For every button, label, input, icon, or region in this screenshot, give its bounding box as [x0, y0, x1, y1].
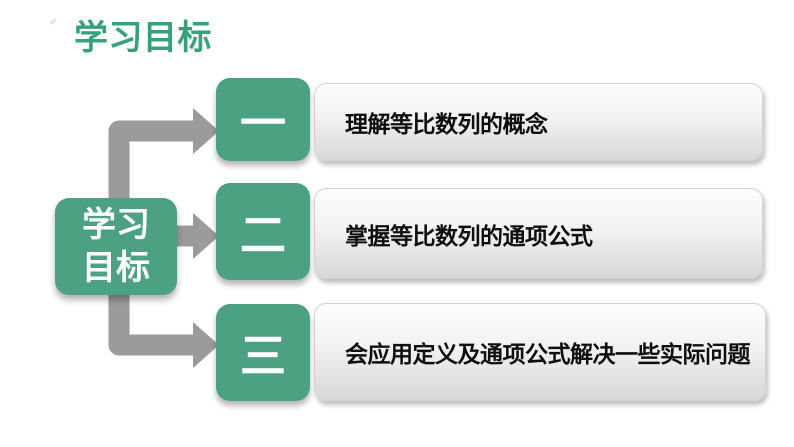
number-badge-2: 二 [216, 183, 310, 280]
number-badge-2-text: 二 [240, 208, 286, 261]
objective-bar-2: 掌握等比数列的通项公式 [314, 188, 763, 279]
arrow-right-icon [193, 322, 219, 368]
objective-text-2: 掌握等比数列的通项公式 [345, 222, 593, 249]
page-title: 学习目标 [74, 19, 212, 57]
center-topic-line-2: 目标 [82, 248, 150, 287]
number-badge-1-text: 一 [240, 96, 286, 149]
objective-text-1: 理解等比数列的概念 [345, 111, 548, 137]
center-topic-line-1: 学习 [82, 205, 150, 244]
objective-bar-3: 会应用定义及通项公式解决一些实际问题 [314, 303, 766, 401]
number-badge-3-text: 三 [240, 329, 286, 382]
objective-bar-1: 理解等比数列的概念 [314, 83, 763, 161]
objective-text-3: 会应用定义及通项公式解决一些实际问题 [345, 341, 751, 367]
arrow-right-icon [193, 213, 219, 259]
number-badge-3: 三 [216, 304, 310, 401]
arrow-right-icon [193, 108, 219, 154]
number-badge-1: 一 [216, 78, 310, 161]
center-topic-box: 学习 目标 [55, 198, 177, 295]
